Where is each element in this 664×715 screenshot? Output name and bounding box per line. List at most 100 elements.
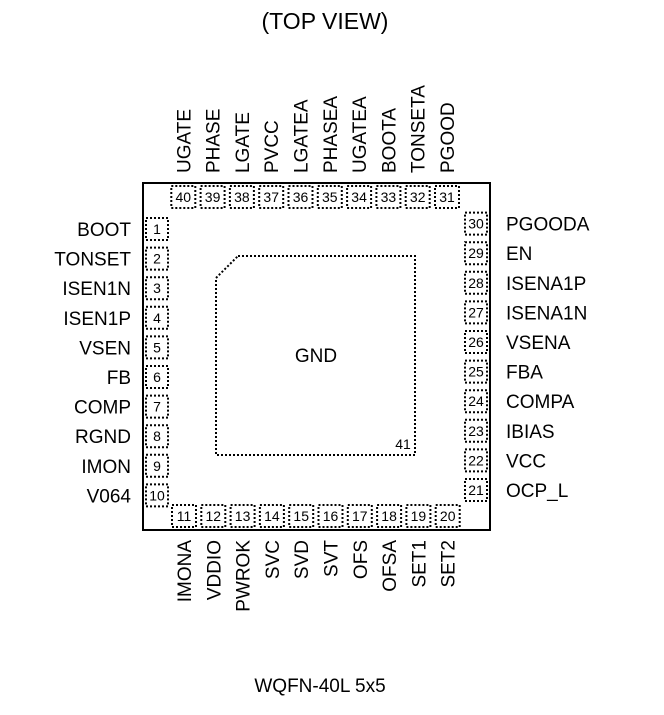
pin-number: 27 (468, 304, 484, 320)
pin-name-right: IBIAS (506, 422, 555, 443)
pin-number: 30 (468, 216, 484, 232)
pin-number: 40 (176, 189, 192, 205)
pin-name-right: PGOODA (506, 215, 590, 236)
pin-number: 8 (153, 428, 161, 444)
pin-pad-right (464, 300, 488, 325)
pin-number: 6 (153, 369, 161, 385)
pin-name-bottom: OFSA (380, 540, 401, 592)
package-name: WQFN-40L 5x5 (254, 676, 385, 697)
pad-number: 41 (395, 436, 411, 452)
pin-number: 26 (468, 334, 484, 350)
pin-number: 19 (411, 508, 427, 524)
pin-number: 12 (206, 508, 222, 524)
pin-pad-bottom (229, 504, 256, 528)
pin-number: 14 (264, 508, 280, 524)
view-title: (TOP VIEW) (262, 8, 389, 34)
pin-number: 35 (322, 189, 338, 205)
pin-pad-bottom (346, 504, 373, 528)
pin-number: 33 (381, 189, 397, 205)
pin-name-top: UGATEA (350, 96, 371, 173)
pin-number: 28 (468, 275, 484, 291)
pin-pad-left (145, 246, 169, 271)
pin-pad-bottom (376, 504, 403, 528)
pin-name-bottom: PWROK (234, 540, 255, 612)
pin-name-right: FBA (506, 363, 543, 384)
pin-name-right: ISENA1N (506, 303, 587, 324)
pin-name-top: LGATE (233, 112, 254, 173)
pin-pad-right (464, 389, 488, 414)
pin-pad-left (145, 424, 169, 449)
pin-pad-top (404, 185, 431, 209)
pin-number: 20 (440, 508, 456, 524)
pin-pad-left (145, 394, 169, 419)
pin-name-bottom: SVD (292, 540, 313, 579)
pin-pad-right (464, 359, 488, 384)
pin-number: 9 (153, 458, 161, 474)
pin-pad-bottom (434, 504, 461, 528)
pin-number: 13 (235, 508, 251, 524)
pin-name-bottom: SVC (263, 540, 284, 579)
pin-name-right: ISENA1P (506, 274, 586, 295)
pin-name-left: VSEN (79, 338, 131, 359)
pin-pad-left (145, 217, 169, 241)
pin-name-top: PHASE (204, 109, 225, 173)
pin-pad-right (464, 241, 488, 266)
pin-pad-top (258, 185, 285, 209)
pin-pad-top (170, 185, 197, 209)
pin-number: 22 (468, 452, 484, 468)
pin-pad-left (145, 453, 169, 478)
pin-pad-top (228, 185, 255, 209)
pin-name-left: V064 (87, 486, 132, 507)
pin-pad-left (145, 305, 169, 330)
pin-pad-left (145, 483, 169, 508)
pin-pad-right (464, 270, 488, 295)
pin-number: 39 (205, 189, 221, 205)
pin-number: 21 (468, 482, 484, 498)
pin-number: 29 (468, 245, 484, 261)
pin-number: 15 (293, 508, 309, 524)
pin-name-right: COMPA (506, 392, 575, 413)
pad-label: GND (295, 346, 337, 367)
pin-pad-top (346, 185, 373, 209)
pin-name-right: VCC (506, 451, 546, 472)
pin-number: 31 (439, 189, 455, 205)
pin-number: 1 (153, 221, 161, 237)
pin-number: 25 (468, 364, 484, 380)
pin-name-left: IMON (81, 457, 131, 478)
pin-name-bottom: IMONA (175, 540, 196, 603)
pin-number: 36 (293, 189, 309, 205)
pin-pad-right (464, 478, 488, 502)
pin-name-top: UGATE (174, 109, 195, 173)
pin-pad-top (434, 185, 460, 209)
pin-number: 32 (410, 189, 426, 205)
exposed-pad-outline (215, 255, 416, 456)
package-body (142, 182, 491, 531)
pin-number: 34 (351, 189, 367, 205)
pin-pad-left (145, 276, 169, 301)
pin-name-bottom: SET1 (409, 540, 430, 588)
pin-number: 10 (149, 487, 165, 503)
pin-name-left: TONSET (54, 250, 131, 271)
pin-number: 38 (234, 189, 250, 205)
pin-name-right: OCP_L (506, 481, 568, 502)
pin-pad-bottom (317, 504, 344, 528)
pin-pad-top (375, 185, 402, 209)
pin-pad-bottom (200, 504, 227, 528)
pin-number: 7 (153, 399, 161, 415)
pin-name-right: EN (506, 244, 532, 265)
pin-number: 37 (263, 189, 279, 205)
pin-number: 11 (177, 508, 192, 524)
pin-pad-top (316, 185, 343, 209)
pin-pad-right (464, 418, 488, 443)
pin-name-top: PVCC (262, 120, 283, 173)
pin-pad-left (145, 335, 169, 360)
pin-number: 5 (153, 339, 161, 355)
pin-number: 2 (153, 251, 161, 267)
pin-name-left: ISEN1N (62, 279, 131, 300)
pin-number: 18 (381, 508, 397, 524)
pin-name-top: PHASEA (321, 96, 342, 173)
pin-name-top: TONSETA (409, 85, 430, 173)
pin-name-bottom: SET2 (439, 540, 460, 588)
pin-name-bottom: OFS (351, 540, 372, 579)
